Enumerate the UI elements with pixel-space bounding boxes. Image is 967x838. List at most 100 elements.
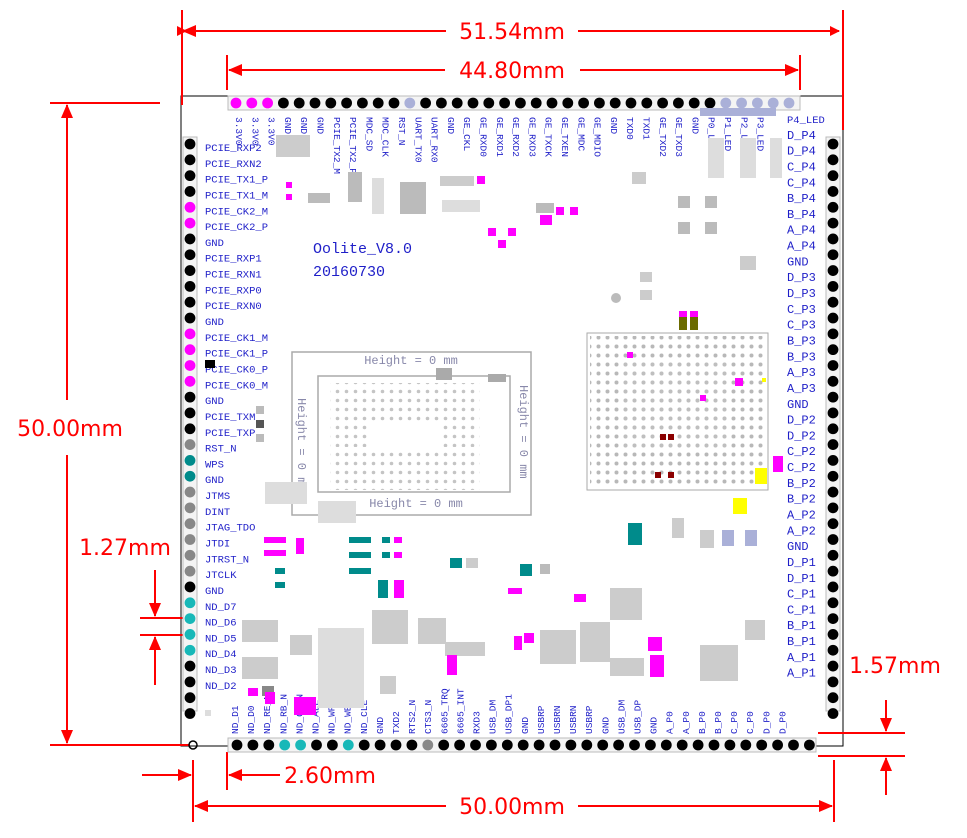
bottom-pin <box>374 739 386 751</box>
component-pad <box>286 182 292 188</box>
bottom-pin-labels: ND_D1ND_D0ND_RE_NND_RB_NND_CS_NND_ALEND_… <box>230 688 788 734</box>
right-pin <box>827 249 839 261</box>
component-pad <box>705 222 717 234</box>
component-pad <box>556 207 564 215</box>
pin-label: GND <box>298 117 309 134</box>
left-pin <box>184 455 196 466</box>
top-pin <box>325 97 337 109</box>
pin-label: GND <box>787 540 809 554</box>
top-pin <box>704 97 716 109</box>
pin-label: PCIE_CK2_M <box>205 206 268 218</box>
pin-label: CTS3_N <box>423 700 434 734</box>
pin-label: D_P3 <box>787 271 816 285</box>
component-pad <box>318 501 356 523</box>
top-pin <box>783 97 795 109</box>
component-pad <box>740 138 756 178</box>
pin-label: UART_RX0 <box>429 117 440 163</box>
dimension-group: 51.54mm 44.80mm 50.00mm 1.27mm 1.57mm <box>17 10 941 822</box>
component-pad <box>678 196 690 208</box>
component-pad <box>442 200 480 212</box>
bottom-pin <box>454 739 465 751</box>
bottom-pin <box>581 739 593 751</box>
top-pin <box>515 97 526 109</box>
bottom-pin <box>645 739 656 751</box>
left-pin <box>184 391 196 403</box>
pin-label: C_P3 <box>787 303 816 317</box>
pin-label: JTDI <box>205 539 230 551</box>
top-pin <box>530 97 542 109</box>
top-pin <box>578 97 589 109</box>
component-pad <box>205 710 211 716</box>
pin-label: B_P0 <box>713 711 724 734</box>
bottom-pin <box>724 739 736 751</box>
pin-label: PCIE_CK0_P <box>205 364 268 376</box>
bottom-pin <box>327 739 338 751</box>
component-pad <box>242 620 278 642</box>
pin-label: GND <box>608 117 619 134</box>
left-pin <box>184 296 196 308</box>
component-pad <box>700 530 714 548</box>
left-pin <box>184 534 196 545</box>
bottom-pin <box>231 739 243 751</box>
component-pad <box>632 172 646 184</box>
bottom-pin <box>692 739 704 751</box>
top-pin <box>246 97 258 109</box>
pin-label: P4_LED <box>787 115 825 127</box>
component-pad <box>540 630 576 664</box>
pin-label: RXD3 <box>472 711 483 734</box>
pin-label: PCIE_RXN0 <box>205 301 262 313</box>
right-pin <box>827 170 839 182</box>
left-pin <box>184 280 196 292</box>
right-pin <box>827 296 839 308</box>
pin-label: ND_D0 <box>246 705 257 734</box>
pin-label: GND <box>520 717 531 734</box>
right-pin <box>827 360 839 371</box>
component-pad <box>540 564 550 574</box>
pin-label: A_P0 <box>681 711 692 734</box>
pin-label: ND_D4 <box>205 649 237 661</box>
pin-label: GND <box>375 717 386 734</box>
pin-label: PCIE_CK1_M <box>205 333 268 345</box>
component-pad <box>400 182 426 214</box>
pin-label: GE_MDC <box>575 117 586 152</box>
bottom-pin <box>279 739 291 751</box>
board-name: Oolite_V8.0 <box>313 241 412 258</box>
component-pad <box>536 203 554 213</box>
dim-top-inner: 44.80mm <box>459 59 565 84</box>
component-pad <box>242 657 278 679</box>
pin-label: GND <box>205 586 224 598</box>
component-pad <box>508 228 516 236</box>
left-pin <box>184 233 196 245</box>
top-pin-row <box>230 97 795 109</box>
pin-label: USBRN <box>568 705 579 734</box>
component-pad <box>450 558 462 568</box>
pin-label: GND <box>282 117 293 134</box>
bottom-pin <box>247 739 259 751</box>
left-pin <box>184 549 196 561</box>
top-pin <box>767 97 779 109</box>
component-pad <box>349 568 371 574</box>
bottom-pin <box>788 739 799 751</box>
pin-label: PCIE_RXN1 <box>205 270 262 282</box>
pin-label: PCIE_RXN2 <box>205 159 262 171</box>
pin-label: PCIE_CK0_M <box>205 380 268 392</box>
bottom-pin <box>549 739 561 751</box>
pin-label: C_P4 <box>787 176 816 190</box>
pin-label: PCIE_CK1_P <box>205 349 268 361</box>
top-pin <box>673 97 684 109</box>
pin-label: D_P1 <box>787 556 816 570</box>
pin-label: ND_ALE <box>311 699 322 734</box>
pin-label: GND <box>445 117 456 134</box>
left-pin <box>184 708 196 719</box>
pin-label: C_P1 <box>787 603 816 617</box>
right-pin <box>827 328 839 340</box>
top-pin <box>436 97 447 109</box>
top-pin <box>230 97 242 109</box>
right-pin <box>827 312 839 324</box>
bottom-pin <box>597 739 609 751</box>
top-pin <box>483 97 495 109</box>
pin-label: D_P1 <box>787 572 816 586</box>
bottom-pin <box>613 739 624 751</box>
pin-label: JTCLK <box>205 570 237 582</box>
top-pin <box>404 97 416 109</box>
